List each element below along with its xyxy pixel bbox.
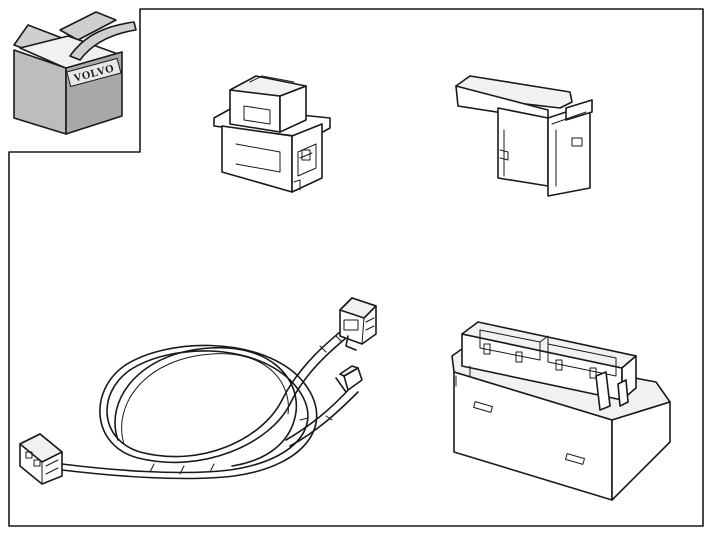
frame-border (8, 8, 704, 527)
switch-module-icon (213, 75, 331, 193)
harness-connector-b-icon (339, 297, 377, 351)
wiring-harness-icon (19, 297, 377, 485)
harness-connector-a-icon (19, 433, 63, 485)
harness-connector-c-icon (335, 365, 363, 393)
switch-housing-icon (451, 321, 671, 501)
bracket-cover-icon (455, 75, 593, 197)
volvo-parts-box-icon: VOLVO (13, 11, 137, 135)
